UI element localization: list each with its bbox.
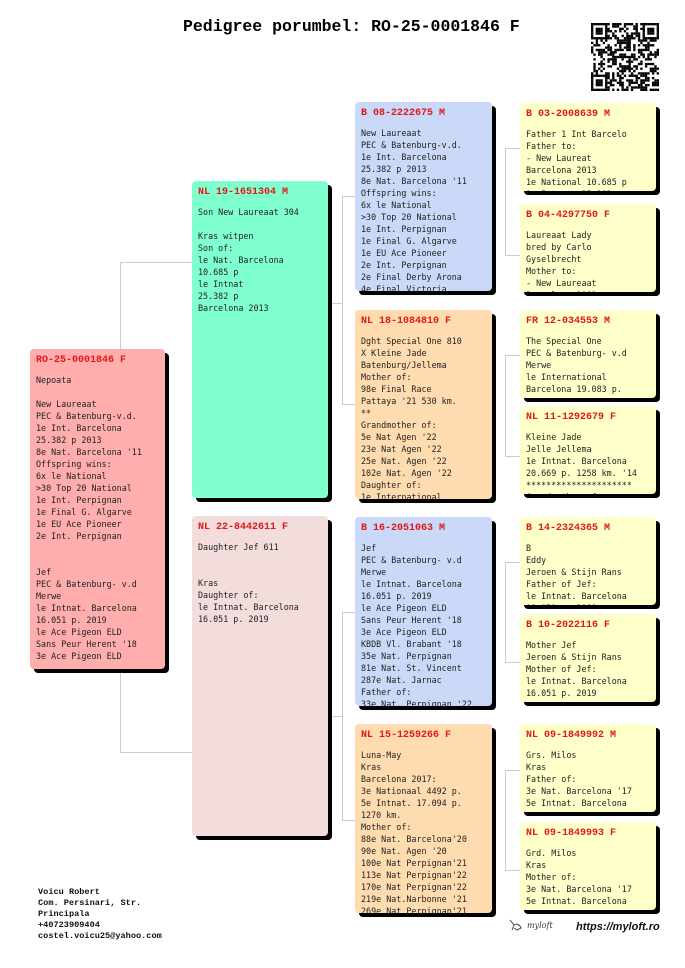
pigeon-notes: Dght Special One 810 X Kleine Jade Baten… <box>361 336 462 499</box>
connector-line <box>505 870 520 871</box>
connector-line <box>342 404 355 405</box>
pigeon-card-ddd[interactable]: NL 09-1849993 F Grd. Milos Kras Mother o… <box>520 822 656 910</box>
pigeon-card-dss[interactable]: B 14-2324365 M B Eddy Jeroen & Stijn Ran… <box>520 517 656 605</box>
pigeon-card-subject[interactable]: RO-25-0001846 F Nepoata New Laureaat PEC… <box>30 349 165 669</box>
connector-line <box>342 612 343 820</box>
pigeon-notes: Grs. Milos Kras Father of: 3e Nat. Barce… <box>526 750 632 812</box>
pigeon-card-dam[interactable]: NL 22-8442611 F Daughter Jef 611 Kras Da… <box>192 516 328 836</box>
pigeon-notes: Nepoata New Laureaat PEC & Batenburg-v.d… <box>36 375 142 661</box>
ring-number: FR 12-034553 M <box>526 316 611 327</box>
ring-number: B 04-4297750 F <box>526 210 611 221</box>
pigeon-card-ssd[interactable]: B 04-4297750 F Laureaat Lady bred by Car… <box>520 204 656 292</box>
connector-line <box>328 716 342 717</box>
pigeon-notes: Laureaat Lady bred by Carlo Gyselbrecht … <box>526 230 597 292</box>
pigeon-notes: Son New Laureaat 304 Kras witpen Son of:… <box>198 207 299 313</box>
pigeon-card-dsd[interactable]: B 10-2022116 F Mother Jef Jeroen & Stijn… <box>520 614 656 702</box>
pigeon-logo-icon <box>509 919 522 931</box>
logo-text: myloft <box>527 920 553 930</box>
ring-number: RO-25-0001846 F <box>36 355 127 366</box>
owner-contact: Voicu Robert Com. Persinari, Str. Princi… <box>38 887 162 941</box>
connector-line <box>505 148 520 149</box>
pigeon-card-dds[interactable]: NL 09-1849992 M Grs. Milos Kras Father o… <box>520 724 656 812</box>
qr-code-icon <box>591 23 659 91</box>
page-title: Pedigree porumbel: RO-25-0001846 F <box>183 17 520 36</box>
connector-line <box>342 196 343 404</box>
pigeon-notes: Daughter Jef 611 Kras Daughter of: le In… <box>198 542 299 624</box>
ring-number: B 16-2051063 M <box>361 523 446 534</box>
connector-line <box>505 355 506 456</box>
connector-line <box>342 196 355 197</box>
pigeon-notes: Jef PEC & Batenburg- v.d Merwe le Intnat… <box>361 543 472 706</box>
pigeon-notes: Luna-May Kras Barcelona 2017: 3e Nationa… <box>361 750 467 913</box>
pigeon-card-sire-dam[interactable]: NL 18-1084810 F Dght Special One 810 X K… <box>355 310 492 499</box>
connector-line <box>505 770 520 771</box>
connector-line <box>505 562 506 662</box>
connector-line <box>505 770 506 870</box>
pigeon-card-dam-sire[interactable]: B 16-2051063 M Jef PEC & Batenburg- v.d … <box>355 517 492 706</box>
pigeon-card-dam-dam[interactable]: NL 15-1259266 F Luna-May Kras Barcelona … <box>355 724 492 913</box>
pigeon-notes: New Laureaat PEC & Batenburg-v.d. 1e Int… <box>361 128 467 291</box>
connector-line <box>120 262 192 263</box>
ring-number: NL 18-1084810 F <box>361 316 452 327</box>
ring-number: NL 15-1259266 F <box>361 730 452 741</box>
connector-line <box>505 662 520 663</box>
myloft-logo: myloft <box>508 917 553 933</box>
pigeon-card-sire-sire[interactable]: B 08-2222675 M New Laureaat PEC & Batenb… <box>355 102 492 291</box>
ring-number: NL 09-1849992 M <box>526 730 617 741</box>
connector-line <box>120 752 192 753</box>
pigeon-notes: Mother Jef Jeroen & Stijn Rans Mother of… <box>526 640 627 698</box>
connector-line <box>342 612 355 613</box>
ring-number: NL 09-1849993 F <box>526 828 617 839</box>
ring-number: NL 11-1292679 F <box>526 412 617 423</box>
connector-line <box>328 303 342 304</box>
ring-number: NL 19-1651304 M <box>198 187 289 198</box>
pigeon-card-sds[interactable]: FR 12-034553 M The Special One PEC & Bat… <box>520 310 656 398</box>
ring-number: B 08-2222675 M <box>361 108 446 119</box>
pigeon-notes: Father 1 Int Barcelo Father to: - New La… <box>526 129 627 191</box>
pigeon-card-sss[interactable]: B 03-2008639 M Father 1 Int Barcelo Fath… <box>520 103 656 191</box>
connector-line <box>505 255 520 256</box>
pigeon-notes: The Special One PEC & Batenburg- v.d Mer… <box>526 336 632 398</box>
ring-number: B 14-2324365 M <box>526 523 611 534</box>
website-link[interactable]: https://myloft.ro <box>576 921 660 933</box>
connector-line <box>505 148 506 255</box>
connector-line <box>505 355 520 356</box>
pigeon-notes: Kleine Jade Jelle Jellema 1e Intnat. Bar… <box>526 432 637 494</box>
pigeon-card-sire[interactable]: NL 19-1651304 M Son New Laureaat 304 Kra… <box>192 181 328 498</box>
connector-line <box>342 820 355 821</box>
connector-line <box>505 562 520 563</box>
pigeon-notes: Grd. Milos Kras Mother of: 3e Nat. Barce… <box>526 848 632 910</box>
connector-line <box>505 456 520 457</box>
pigeon-card-sdd[interactable]: NL 11-1292679 F Kleine Jade Jelle Jellem… <box>520 406 656 494</box>
pigeon-notes: B Eddy Jeroen & Stijn Rans Father of Jef… <box>526 543 627 605</box>
ring-number: B 03-2008639 M <box>526 109 611 120</box>
ring-number: NL 22-8442611 F <box>198 522 289 533</box>
ring-number: B 10-2022116 F <box>526 620 611 631</box>
